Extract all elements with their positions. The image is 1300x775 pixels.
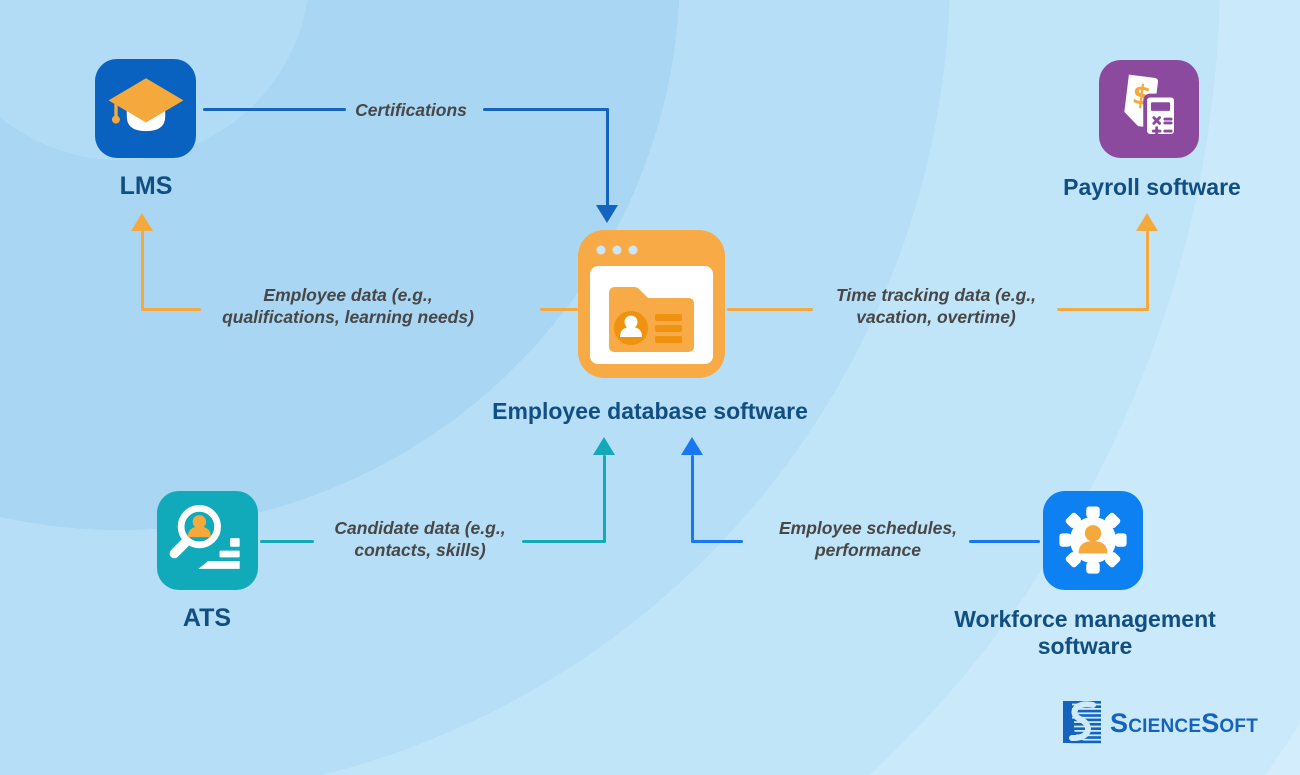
time-tracking-line-h1 bbox=[727, 308, 813, 311]
workforce-node-label: Workforce management software bbox=[954, 606, 1216, 659]
time-tracking-arrowhead-icon bbox=[1136, 213, 1158, 231]
schedules-line-h2 bbox=[969, 540, 1040, 543]
employee-data-label: Employee data (e.g., qualifications, lea… bbox=[198, 284, 498, 328]
employee-data-line-h2 bbox=[540, 308, 578, 311]
schedules-label: Employee schedules, performance bbox=[743, 517, 993, 561]
employee-data-arrowhead-icon bbox=[131, 213, 153, 231]
schedules-label-line2: performance bbox=[814, 540, 921, 560]
time-tracking-label-line2: vacation, overtime) bbox=[856, 307, 1016, 327]
invoice-calculator-glyph: $ bbox=[1124, 74, 1178, 138]
time-tracking-label-line1: Time tracking data (e.g., bbox=[835, 285, 1036, 305]
time-tracking-line-v bbox=[1146, 231, 1149, 311]
center-node-label: Employee database software bbox=[492, 398, 808, 424]
employee-data-label-line2: qualifications, learning needs) bbox=[222, 307, 474, 327]
ats-icon bbox=[157, 491, 258, 590]
candidate-data-label-line1: Candidate data (e.g., bbox=[334, 518, 506, 538]
lms-icon bbox=[95, 59, 196, 158]
payroll-software-icon: $ bbox=[1099, 60, 1199, 158]
certifications-label-line1: Certifications bbox=[355, 100, 467, 120]
candidate-data-line-h2 bbox=[522, 540, 606, 543]
sciencesoft-logo: ScienceSoft bbox=[1063, 700, 1258, 746]
payroll-node-label: Payroll software bbox=[1063, 174, 1241, 200]
schedules-line-v bbox=[691, 455, 694, 543]
certifications-line-h1 bbox=[203, 108, 346, 111]
certifications-line-v bbox=[606, 108, 609, 207]
candidate-data-line-v bbox=[603, 455, 606, 543]
sciencesoft-logo-text: ScienceSoft bbox=[1110, 707, 1258, 738]
lms-node-label: LMS bbox=[119, 172, 173, 200]
candidate-data-label: Candidate data (e.g., contacts, skills) bbox=[295, 517, 545, 561]
schedules-arrowhead-icon bbox=[681, 437, 703, 455]
employee-data-line-v bbox=[141, 231, 144, 310]
candidate-data-label-line2: contacts, skills) bbox=[354, 540, 486, 560]
candidate-data-line-h1 bbox=[260, 540, 314, 543]
ats-node-label: ATS bbox=[182, 604, 232, 632]
browser-folder-glyph bbox=[590, 245, 713, 364]
certifications-line-h2 bbox=[483, 108, 609, 111]
sciencesoft-logo-icon bbox=[1063, 701, 1101, 744]
workforce-management-icon bbox=[1043, 491, 1143, 590]
schedules-line-h1 bbox=[691, 540, 743, 543]
schedules-label-line1: Employee schedules, bbox=[779, 518, 957, 538]
candidate-search-glyph bbox=[169, 504, 240, 569]
certifications-label: Certifications bbox=[336, 99, 486, 121]
certifications-arrowhead-icon bbox=[596, 205, 618, 223]
gear-person-glyph bbox=[1059, 505, 1127, 574]
employee-data-line-h1 bbox=[141, 308, 201, 311]
candidate-data-arrowhead-icon bbox=[593, 437, 615, 455]
time-tracking-label: Time tracking data (e.g., vacation, over… bbox=[786, 284, 1086, 328]
time-tracking-line-h2 bbox=[1057, 308, 1149, 311]
employee-database-icon bbox=[578, 230, 725, 378]
graduation-cap-glyph bbox=[108, 77, 183, 131]
employee-data-label-line1: Employee data (e.g., bbox=[263, 285, 433, 305]
